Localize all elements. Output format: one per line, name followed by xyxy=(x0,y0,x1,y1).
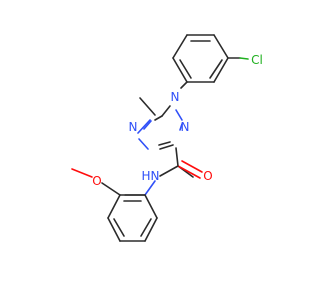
bond xyxy=(154,115,163,121)
atom-label-n1: N xyxy=(171,90,180,104)
atom-label-carbonyl-o: O xyxy=(203,169,212,183)
bond xyxy=(172,34,188,59)
atom-label-n4: N xyxy=(129,120,138,134)
bonds xyxy=(71,34,249,242)
bond xyxy=(213,34,229,59)
bond xyxy=(159,165,179,177)
bond xyxy=(181,160,203,173)
bond xyxy=(172,57,188,83)
bond xyxy=(161,105,171,117)
bond xyxy=(180,81,188,89)
bond xyxy=(179,59,192,79)
atom-labels: N N N N H O O Cl xyxy=(92,53,263,188)
bond xyxy=(101,182,121,196)
bond xyxy=(144,194,158,219)
bond xyxy=(209,59,223,79)
bond xyxy=(139,97,156,116)
bond xyxy=(179,123,183,131)
atom-label-chlorine: Cl xyxy=(251,53,263,67)
bond xyxy=(140,218,152,237)
bond xyxy=(177,165,201,179)
atom-label-amide-h: H xyxy=(141,169,150,183)
bond xyxy=(159,144,174,150)
atom-label-n2: N xyxy=(181,120,190,134)
molecule-structure: N N N N H O O Cl xyxy=(71,34,263,242)
bond xyxy=(107,217,121,242)
bond xyxy=(239,57,249,60)
bond xyxy=(213,57,229,83)
atom-label-amide-n: N xyxy=(151,169,160,183)
bond xyxy=(71,168,93,178)
bond xyxy=(158,141,171,146)
bond xyxy=(107,194,121,219)
bond xyxy=(143,120,152,130)
bond xyxy=(175,109,183,121)
bond xyxy=(113,218,125,237)
bond xyxy=(138,138,149,150)
bond xyxy=(175,147,179,167)
bond xyxy=(144,217,158,242)
atom-label-methoxy-o: O xyxy=(92,174,101,188)
bond xyxy=(137,119,151,134)
bond xyxy=(144,180,156,196)
